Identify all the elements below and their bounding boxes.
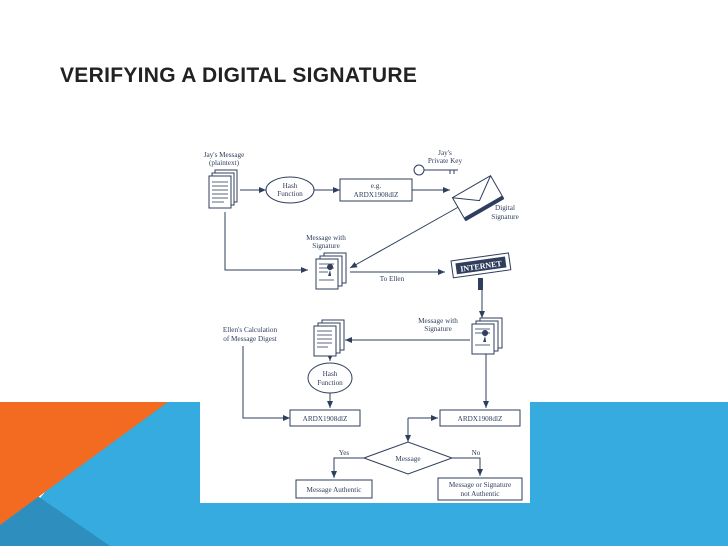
- ellen-message-document-icon: [313, 319, 345, 357]
- digest-left-box: [289, 409, 361, 427]
- hash-function-top-label-2: Function: [277, 190, 303, 198]
- slide-title: VERIFYING A DIGITAL SIGNATURE: [60, 64, 418, 87]
- arrow-signature-to-message: [349, 204, 463, 269]
- message-with-signature-right-label-2: Signature: [424, 325, 452, 333]
- digital-signature-envelope-icon: [451, 175, 505, 222]
- not-authentic-label-2: not Authentic: [461, 490, 500, 498]
- digest-example-label-2: ARDX1908dlZ: [354, 191, 399, 199]
- hash-function-top-node: [265, 176, 315, 204]
- jays-message-label-1: Jay's Message: [204, 151, 245, 159]
- ellen-calculation-label-2: of Message Digest: [223, 335, 277, 343]
- jays-message-document-icon: [208, 169, 238, 209]
- arrow-doc-to-message: [224, 212, 308, 273]
- yes-label: Yes: [339, 449, 350, 457]
- digest-left-label: ARDX1908dlZ: [303, 415, 348, 423]
- ellen-calculation-label-1: Ellen's Calculation: [223, 326, 278, 334]
- digital-signature-label-1: Digital: [495, 204, 515, 212]
- digest-right-box: [439, 409, 521, 427]
- authentic-box: [295, 479, 373, 499]
- jays-message-label-2: (plaintext): [209, 159, 240, 167]
- digest-example-box: [339, 178, 413, 202]
- diagram-figure: INTERNET: [200, 140, 530, 503]
- background-orange-triangle: [0, 402, 168, 525]
- arrow-decision-no: [452, 457, 483, 476]
- hash-function-bottom-label-2: Function: [317, 379, 343, 387]
- decision-diamond: [362, 441, 454, 475]
- authentic-label: Message Authentic: [307, 486, 362, 494]
- hash-function-bottom-label-1: Hash: [323, 370, 338, 378]
- digest-right-label: ARDX1908dlZ: [458, 415, 503, 423]
- internet-sign-icon: INTERNET: [450, 252, 512, 290]
- digital-signature-label-2: Signature: [491, 213, 519, 221]
- private-key-label-2: Private Key: [428, 157, 463, 165]
- decision-label: Message: [395, 455, 420, 463]
- no-label: No: [472, 449, 481, 457]
- to-ellen-label: To Ellen: [380, 275, 405, 283]
- digest-example-label-1: e.g.: [371, 182, 382, 190]
- message-with-signature-top-label-2: Signature: [312, 242, 340, 250]
- hash-function-top-label-1: Hash: [283, 182, 298, 190]
- signed-message-document-icon: [315, 252, 347, 290]
- message-with-signature-top-label-1: Message with: [306, 234, 346, 242]
- received-message-document-icon: [471, 317, 503, 355]
- signature-flow-diagram: INTERNET: [204, 149, 523, 501]
- not-authentic-label-1: Message or Signature: [449, 481, 511, 489]
- message-with-signature-right-label-1: Message with: [418, 317, 458, 325]
- private-key-label-1: Jay's: [438, 149, 452, 157]
- not-authentic-box: [437, 477, 523, 501]
- arrow-decision-yes: [331, 457, 364, 478]
- arrow-ellen-label-to-digest: [242, 346, 290, 421]
- hash-function-bottom-node: [307, 362, 353, 394]
- private-key-icon: [413, 164, 458, 176]
